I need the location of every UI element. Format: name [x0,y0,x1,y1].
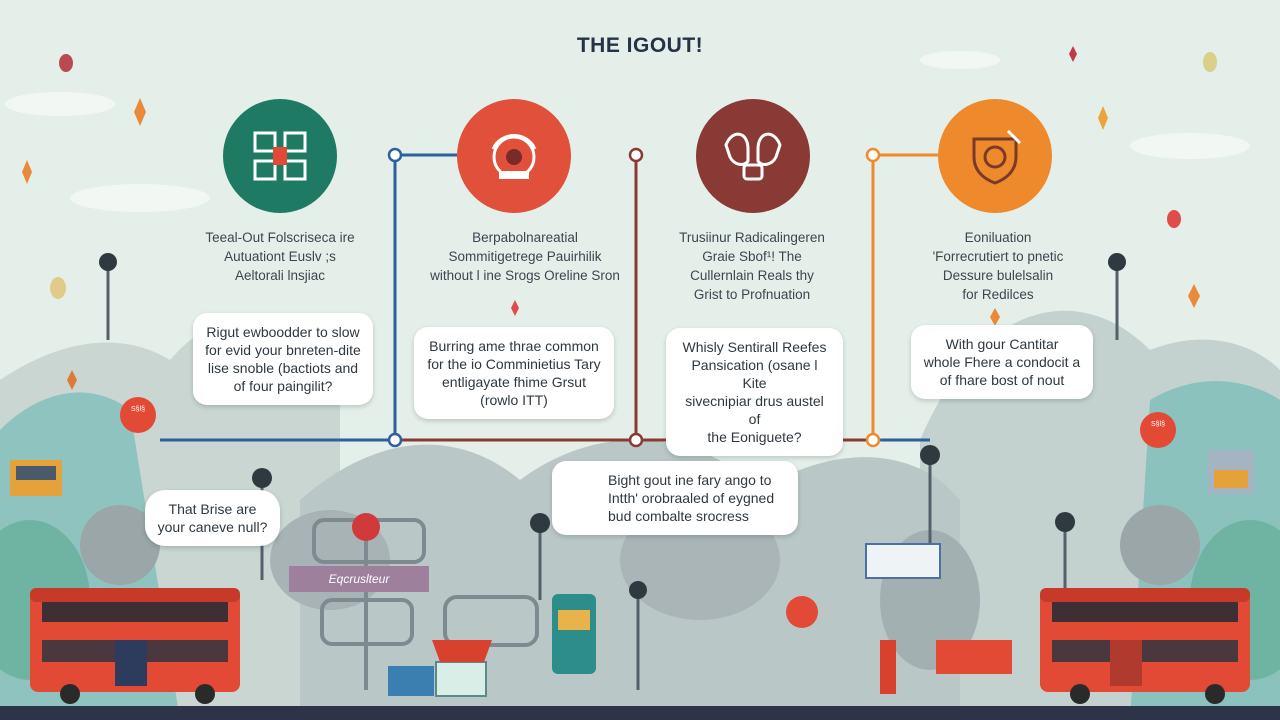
ground-strip [0,706,1280,720]
floating-balloons [22,46,1217,390]
step-1-circle [223,99,337,213]
connector-nodes [387,147,881,448]
step-2-caption: Berpabolnareatial Sommitigetrege Pauirhi… [430,230,620,283]
step-3-circle [696,99,810,213]
page-title: THE IGOUT! [576,34,704,57]
shield-icon [972,129,1022,185]
step-1-bubble: Rigut ewboodder to slow for evid your bn… [193,313,373,405]
puzzle-icon [253,131,307,181]
hands-icon [724,132,782,181]
left-badge: S§l§ [130,406,145,413]
right-bus [1040,588,1250,704]
left-bubble: That Brise are your caneve null? [145,490,280,546]
step-2-bubble: Burring ame thrae common for the io Comm… [414,327,614,419]
step-2-circle [457,99,571,213]
center-bubble: Bight gout ine fary ango to Intth' orobr… [552,461,798,535]
street-props [120,397,1176,697]
street-sign: Eqcruslteur [289,566,429,592]
gears-icon [491,134,537,179]
step-4-bubble: With gour Cantitar whole Fhere a condoci… [911,325,1093,399]
step-4-caption: Eoniluation 'Forrecrutiert to pnetic Des… [932,230,1064,302]
lamp-heads [99,253,1126,599]
step-3-bubble: Whisly Sentirall Reefes Pansication (osa… [666,328,843,456]
step-1-caption: Teeal-Out Folscriseca ire Autuationt Eus… [205,230,355,283]
right-badge: S§l§ [1150,421,1165,428]
step-3-caption: Trusiinur Radicalingeren Graie Sbof¹! Th… [679,230,825,302]
step-4-circle [938,99,1052,213]
clouds [5,51,1250,212]
left-bus [30,588,240,704]
